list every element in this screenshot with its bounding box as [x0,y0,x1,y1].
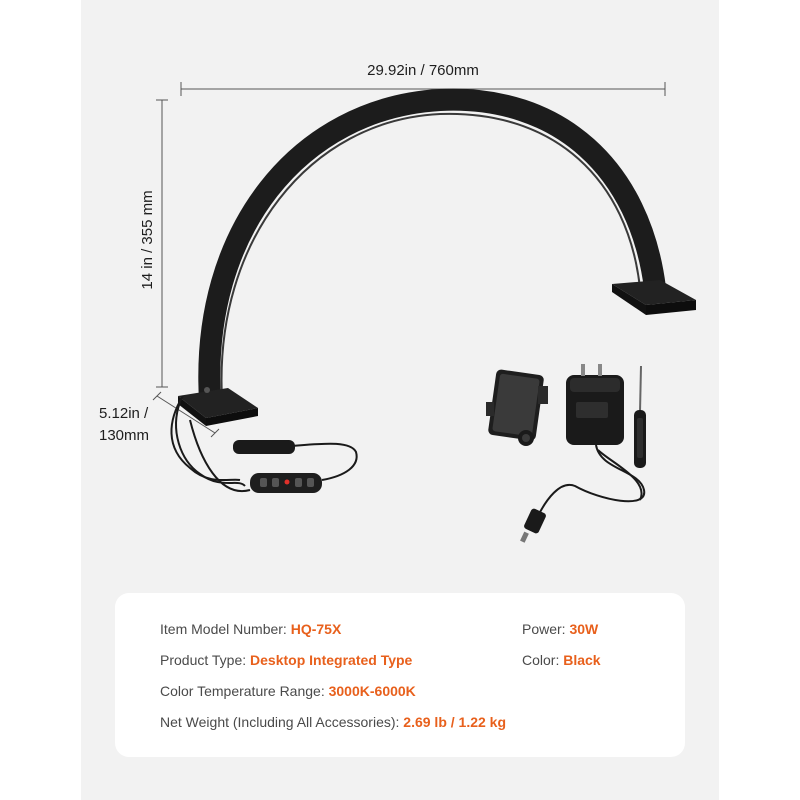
spec-power: Power: 30W [522,621,598,637]
spec-temp: Color Temperature Range: 3000K-6000K [160,683,416,699]
spec-color-label: Color: [522,652,564,668]
spec-weight-value: 2.69 lb / 1.22 kg [403,714,507,730]
spec-type-value: Desktop Integrated Type [250,652,413,668]
spec-color: Color: Black [522,652,601,668]
height-dimension-line [156,99,168,388]
spec-temp-value: 3000K-6000K [328,683,416,699]
spec-model-label: Item Model Number: [160,621,291,637]
spec-weight-label: Net Weight (Including All Accessories): [160,714,404,730]
desk-lamp-arc-icon [178,88,696,426]
phone-holder-icon [486,369,548,446]
controller-remote-icon [170,395,358,493]
base-dimension-line1: 5.12in / [99,405,149,422]
base-dimension-label: 5.12in / 130mm [99,403,149,447]
spec-power-label: Power: [522,621,570,637]
spec-temp-label: Color Temperature Range: [160,683,329,699]
screwdriver-icon [634,365,646,468]
spec-power-value: 30W [569,621,599,637]
spec-type-label: Product Type: [160,652,251,668]
width-dimension-label: 29.92in / 760mm [367,62,479,79]
spec-type: Product Type: Desktop Integrated Type [160,652,412,668]
spec-model: Item Model Number: HQ-75X [160,621,341,637]
base-dimension-line [152,391,220,438]
spec-color-value: Black [563,652,601,668]
height-dimension-label: 14 in / 355 mm [139,190,156,290]
spec-weight: Net Weight (Including All Accessories): … [160,714,506,730]
spec-card: Item Model Number: HQ-75X Power: 30W Pro… [115,593,685,757]
spec-model-value: HQ-75X [290,621,342,637]
base-dimension-line2: 130mm [99,427,150,444]
width-dimension-line [180,82,666,96]
power-adapter-icon [520,364,646,543]
